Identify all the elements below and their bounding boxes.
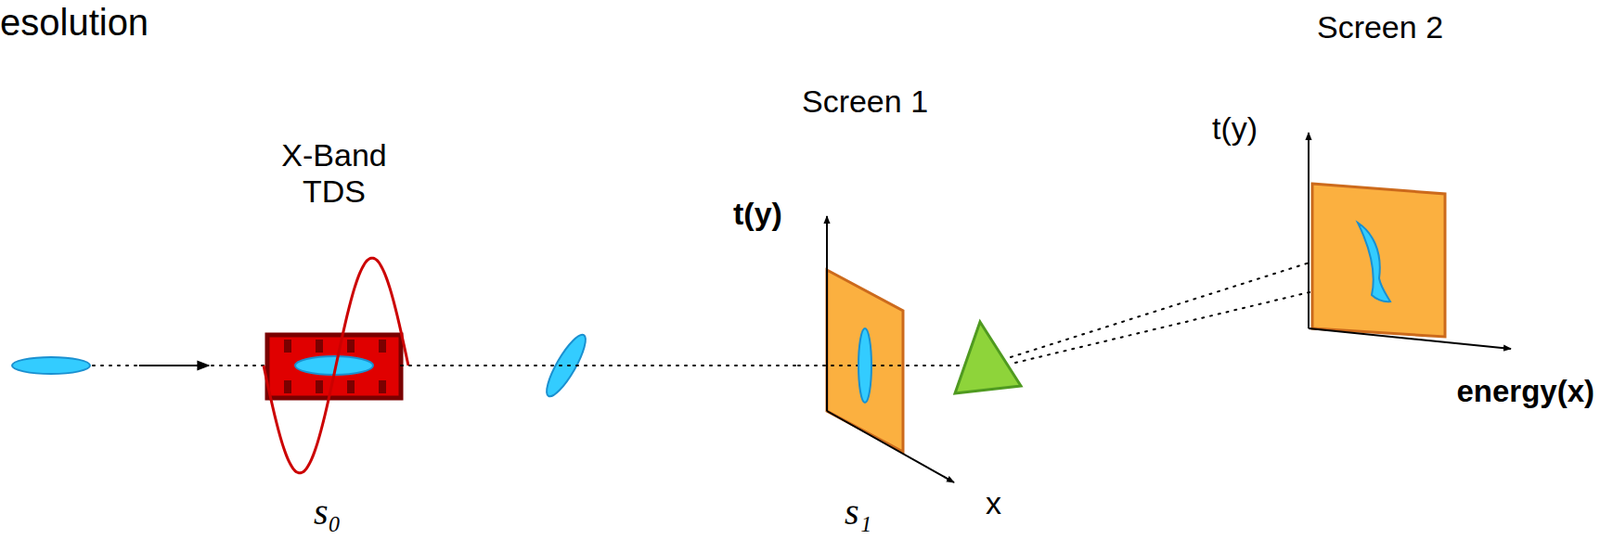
node-heading: Screen 1 — [800, 83, 930, 120]
dipole-prism — [954, 322, 1021, 394]
beam-path — [92, 364, 138, 367]
axis — [825, 216, 828, 412]
beam-path — [798, 364, 961, 367]
rf-wave — [263, 258, 409, 474]
longitudinal-phase-space — [1357, 222, 1391, 302]
axis — [826, 411, 955, 483]
position-label: s₀ — [313, 491, 341, 533]
beam-direction-arrow — [139, 364, 209, 367]
tds-structure: X-Band TDS — [267, 137, 401, 399]
title-fragment: esolution — [0, 1, 149, 43]
axis — [1307, 132, 1310, 329]
screen: Screen 1 — [800, 83, 930, 251]
beam-path — [400, 364, 800, 367]
axis-label: energy(x) — [1456, 374, 1595, 409]
axis — [1308, 328, 1511, 349]
dispersed-path — [1010, 257, 1328, 358]
screen-plate — [826, 270, 904, 452]
bunch-image — [858, 328, 872, 403]
screen: Screen 2 — [1301, 9, 1459, 56]
node-heading: X-Band TDS — [267, 137, 401, 210]
electron-bunch — [12, 357, 91, 375]
tds-cavity — [267, 335, 401, 399]
position-label: s₁ — [844, 491, 872, 533]
axis-label: t(y) — [733, 196, 783, 232]
node-heading: Screen 2 — [1301, 9, 1459, 46]
beam-path — [211, 364, 268, 367]
axis-label: t(y) — [1212, 111, 1258, 146]
axis-label: x — [985, 486, 1002, 521]
screen-plate — [1312, 183, 1446, 337]
